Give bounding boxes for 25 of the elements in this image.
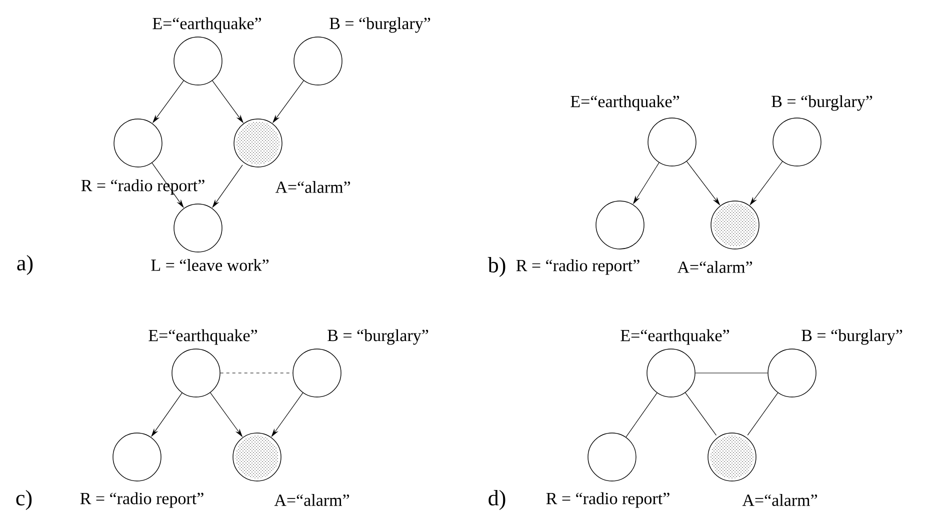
node-label: E=“earthquake” [570, 95, 680, 111]
node-label: E=“earthquake” [148, 329, 258, 345]
panel-letter: a) [17, 255, 33, 275]
dashed-line [220, 372, 293, 374]
node-label: E=“earthquake” [620, 329, 730, 345]
panel-letter: c) [16, 490, 32, 510]
node-label: B = “burglary” [802, 329, 902, 345]
node-label: R = “radio report” [516, 259, 640, 275]
node-label: R = “radio report” [80, 492, 204, 508]
node-label: A=“alarm” [677, 261, 752, 273]
connector-line [626, 392, 658, 438]
connector-line [695, 372, 768, 374]
node-label: A=“alarm” [742, 494, 818, 506]
node-label: R = “radio report” [546, 492, 670, 508]
panel-letter: b) [488, 257, 506, 277]
panel-letter: d) [488, 490, 506, 510]
node-label: E=“earthquake” [152, 17, 262, 33]
node-label: B = “burglary” [330, 17, 430, 33]
connector-line [685, 392, 717, 436]
node-label: L = “leave work” [151, 259, 268, 271]
node-label: A=“alarm” [274, 494, 350, 506]
node-label: B = “burglary” [328, 329, 428, 345]
connector-line [747, 392, 778, 436]
node-label: B = “burglary” [772, 95, 872, 111]
node-label: A=“alarm” [275, 181, 350, 193]
